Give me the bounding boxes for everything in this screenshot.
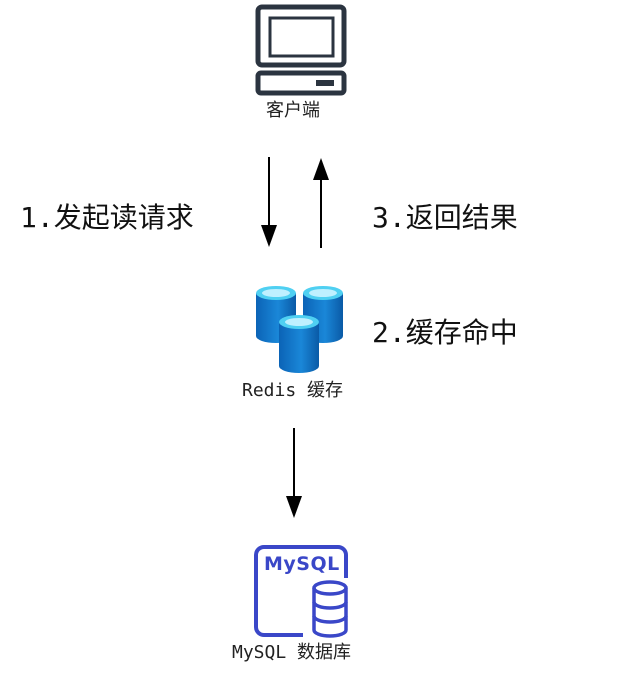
fallthrough-arrow bbox=[286, 428, 302, 518]
step-cache-hit-label: 2.缓存命中 bbox=[372, 316, 518, 349]
mysql-label: MySQL 数据库 bbox=[232, 642, 352, 663]
step-request-label: 1.发起读请求 bbox=[20, 201, 194, 234]
request-arrow bbox=[261, 157, 277, 247]
step-return-label: 3.返回结果 bbox=[372, 201, 518, 234]
redis-label: Redis 缓存 bbox=[242, 380, 344, 401]
mysql-logo-text: MySQL bbox=[264, 553, 340, 575]
computer-monitor-icon bbox=[255, 4, 347, 96]
client-label: 客户端 bbox=[266, 100, 320, 121]
mysql-database-icon bbox=[254, 545, 348, 638]
database-cylinders-icon bbox=[256, 286, 343, 373]
return-arrow bbox=[313, 158, 329, 248]
